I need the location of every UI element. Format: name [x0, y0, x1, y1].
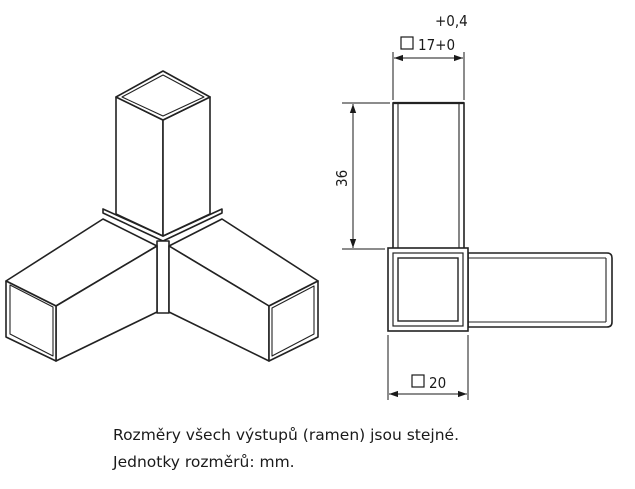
- vertical-arm-outline: [392, 101, 465, 252]
- note-line-2: Jednotky rozměrů: mm.: [113, 453, 295, 471]
- left-arm: [5, 218, 158, 362]
- square-symbol-icon: [400, 36, 414, 50]
- orthographic-view: [387, 101, 613, 332]
- tolerance-label: +0,4: [435, 12, 468, 30]
- right-arm: [168, 218, 319, 362]
- isometric-connector-view: [5, 70, 319, 362]
- vertical-arm: [115, 70, 211, 237]
- arm-length-label: 36: [333, 170, 351, 187]
- square-symbol-icon: [411, 374, 425, 388]
- hub-face: [387, 247, 469, 332]
- outer-square-label: 20: [429, 374, 446, 392]
- note-line-1: Rozměry všech výstupů (ramen) jsou stejn…: [113, 426, 460, 444]
- dimension-lines: [342, 52, 469, 400]
- horizontal-arm-outline: [467, 252, 613, 328]
- inner-square-label: 17+0: [418, 36, 455, 54]
- hub-collar: [102, 208, 223, 314]
